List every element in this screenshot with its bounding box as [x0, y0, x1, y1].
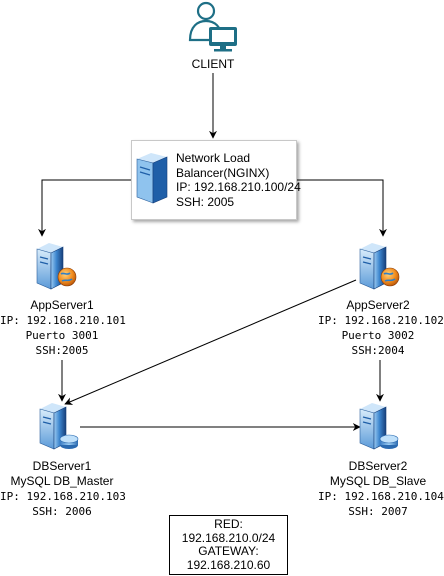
- load-balancer-ip: IP: 192.168.210.100/24: [176, 180, 301, 194]
- app-server2-label: AppServer2 IP: 192.168.210.102 Puerto 30…: [318, 298, 444, 358]
- network-red-label: RED:: [214, 517, 243, 531]
- app-server1-ip: IP: 192.168.210.101: [0, 314, 126, 327]
- load-balancer-title-line2: Balancer(NGINX): [176, 165, 270, 180]
- network-info-text: RED: 192.168.210.0/24 GATEWAY: 192.168.2…: [169, 517, 288, 572]
- network-info-box: [169, 515, 288, 575]
- network-gateway-value: 192.168.210.60: [186, 557, 271, 572]
- client-label: CLIENT: [191, 57, 235, 71]
- db-server2-role: MySQL DB_Slave: [329, 474, 427, 488]
- network-gateway-label: GATEWAY:: [198, 544, 259, 558]
- db-server2-ssh: SSH: 2007: [348, 505, 408, 518]
- edge-appserver2-to-dbserver1: [64, 279, 357, 405]
- db-server2-name: DBServer2: [348, 459, 408, 473]
- db-server2-label: DBServer2 MySQL DB_Slave IP: 192.168.210…: [318, 459, 444, 519]
- db-server2-ip: IP: 192.168.210.104: [318, 490, 444, 503]
- app-server2-name: AppServer2: [346, 298, 410, 312]
- db-server1-icon: [39, 403, 79, 450]
- app-server2-ip: IP: 192.168.210.102: [318, 314, 444, 327]
- db-server1-label: DBServer1 MySQL DB_Master IP: 192.168.21…: [0, 459, 126, 519]
- app-server2-icon: [359, 243, 400, 290]
- network-red-value: 192.168.210.0/24: [181, 530, 276, 545]
- app-server1-name: AppServer1: [30, 298, 94, 312]
- app-server2-port: Puerto 3002: [341, 329, 415, 342]
- app-server1-label: AppServer1 IP: 192.168.210.101 Puerto 30…: [0, 298, 126, 358]
- db-server2-icon: [359, 403, 399, 450]
- app-server1-ssh: SSH:2005: [35, 344, 89, 357]
- load-balancer-icon: [136, 153, 168, 204]
- db-server1-role: MySQL DB_Master: [10, 474, 114, 488]
- db-server1-name: DBServer1: [32, 459, 92, 473]
- app-server1-port: Puerto 3001: [25, 329, 99, 342]
- load-balancer-title-line1: Network Load: [176, 151, 251, 165]
- edge-lb-to-appserver1: [38, 179, 131, 237]
- load-balancer-ssh: SSH: 2005: [176, 194, 235, 209]
- client-user-icon: [188, 1, 237, 52]
- db-server1-ip: IP: 192.168.210.103: [0, 490, 126, 503]
- connectors: [38, 73, 387, 431]
- db-server1-ssh: SSH: 2006: [32, 505, 92, 518]
- app-server1-icon: [36, 243, 77, 290]
- app-server2-ssh: SSH:2004: [351, 344, 405, 357]
- load-balancer-label: Network Load Balancer(NGINX) IP: 192.168…: [176, 151, 301, 209]
- edge-lb-to-appserver2: [295, 179, 387, 237]
